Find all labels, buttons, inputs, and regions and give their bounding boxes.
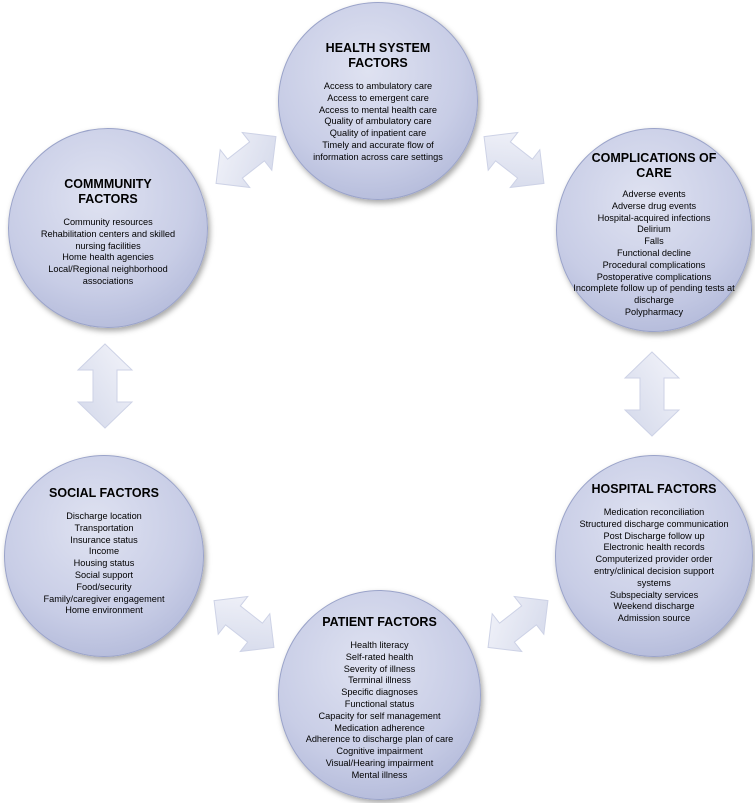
node-item: Mental illness bbox=[351, 769, 408, 780]
node-item: Polypharmacy bbox=[624, 306, 684, 317]
node-item: Structured discharge communication bbox=[579, 518, 729, 529]
double-arrow-shape bbox=[76, 343, 134, 429]
node-item: Health literacy bbox=[350, 640, 409, 650]
node-title: HEALTH SYSTEM FACTORS bbox=[325, 41, 431, 70]
node-item-list: Discharge location Transportation Insura… bbox=[17, 511, 191, 617]
node-item: Electronic health records bbox=[603, 542, 705, 553]
node-item-list: Access to ambulatory care Access to emer… bbox=[293, 81, 463, 164]
node-item: Subspecialty services bbox=[609, 589, 699, 600]
node-item: Social support bbox=[74, 569, 134, 580]
node-item: Self-rated health bbox=[345, 651, 414, 662]
node-item: Timely and accurate flow of information … bbox=[313, 139, 443, 162]
node-item: Home health agencies bbox=[62, 252, 154, 263]
node-title: COMPLICATIONS OF CARE bbox=[591, 151, 717, 180]
node-item: Severity of illness bbox=[343, 663, 416, 674]
node-item: Functional decline bbox=[616, 247, 692, 258]
double-arrow-shape bbox=[623, 351, 681, 437]
node-item: Capacity for self management bbox=[318, 710, 441, 721]
node-item: Falls bbox=[644, 236, 664, 247]
node-item: Postoperative complications bbox=[596, 271, 712, 282]
node-item: Adverse events bbox=[622, 189, 686, 199]
node-item-list: Adverse events Adverse drug events Hospi… bbox=[563, 189, 745, 319]
node-item: Specific diagnoses bbox=[341, 687, 418, 698]
node-item: Hospital-acquired infections bbox=[597, 212, 711, 223]
node-item: Housing status bbox=[73, 558, 135, 569]
double-arrow-shape bbox=[483, 131, 545, 189]
node-item: Community resources bbox=[63, 217, 153, 227]
node-item-list: Health literacy Self-rated health Severi… bbox=[287, 640, 472, 782]
node-title: COMMMUNITY FACTORS bbox=[64, 177, 152, 206]
node-title: PATIENT FACTORS bbox=[322, 615, 437, 629]
double-arrow-shape bbox=[215, 131, 277, 189]
node-hospital-factors: HOSPITAL FACTORS Medication reconciliati… bbox=[555, 455, 753, 657]
node-item: Weekend discharge bbox=[613, 601, 695, 612]
node-community-factors: COMMMUNITY FACTORS Community resources R… bbox=[8, 128, 208, 328]
node-item: Adverse drug events bbox=[611, 200, 697, 211]
node-item: Access to mental health care bbox=[319, 104, 437, 115]
node-item-list: Medication reconciliation Structured dis… bbox=[562, 507, 746, 625]
node-item: Incomplete follow up of pending tests at… bbox=[573, 283, 735, 306]
double-arrow-community-social bbox=[76, 343, 134, 429]
double-arrow-community-health bbox=[215, 131, 277, 189]
node-item: Visual/Hearing impairment bbox=[325, 757, 434, 768]
node-item: Insurance status bbox=[70, 534, 138, 545]
node-complications-of-care: COMPLICATIONS OF CARE Adverse events Adv… bbox=[556, 128, 752, 332]
node-item: Transportation bbox=[74, 522, 134, 533]
node-item: Income bbox=[88, 546, 120, 557]
double-arrow-health-complications bbox=[483, 131, 545, 189]
node-item: Delirium bbox=[637, 224, 671, 235]
node-item: Medication reconciliation bbox=[603, 507, 705, 517]
double-arrow-patient-hospital bbox=[487, 595, 549, 653]
node-title: HOSPITAL FACTORS bbox=[591, 482, 717, 496]
node-health-system-factors: HEALTH SYSTEM FACTORS Access to ambulato… bbox=[278, 2, 478, 200]
node-item: Medication adherence bbox=[334, 722, 425, 733]
node-item: Functional status bbox=[344, 698, 415, 709]
node-item: Adherence to discharge plan of care bbox=[305, 734, 454, 745]
double-arrow-complications-hospital bbox=[623, 351, 681, 437]
node-item: Discharge location bbox=[66, 511, 142, 521]
node-item: Home environment bbox=[65, 605, 143, 616]
node-item: Post Discharge follow up bbox=[603, 530, 705, 541]
node-item: Local/Regional neighborhood associations bbox=[48, 264, 168, 286]
node-patient-factors: PATIENT FACTORS Health literacy Self-rat… bbox=[278, 590, 481, 800]
double-arrow-shape bbox=[487, 595, 549, 653]
node-item: Computerized provider order entry/clinic… bbox=[593, 554, 714, 588]
double-arrow-social-patient bbox=[213, 595, 275, 653]
node-item: Procedural complications bbox=[602, 259, 706, 270]
node-item: Family/caregiver engagement bbox=[43, 593, 165, 604]
node-item: Quality of ambulatory care bbox=[324, 116, 432, 127]
double-arrow-shape bbox=[213, 595, 275, 653]
node-item: Terminal illness bbox=[348, 675, 411, 686]
node-item: Cognitive impairment bbox=[336, 746, 423, 757]
node-social-factors: SOCIAL FACTORS Discharge location Transp… bbox=[4, 455, 204, 657]
node-item: Access to emergent care bbox=[327, 92, 429, 103]
node-item: Food/security bbox=[76, 581, 132, 592]
node-item: Quality of inpatient care bbox=[329, 128, 427, 139]
node-item: Access to ambulatory care bbox=[323, 81, 433, 91]
node-item-list: Community resources Rehabilitation cente… bbox=[23, 217, 193, 288]
node-title: SOCIAL FACTORS bbox=[49, 486, 159, 500]
node-item: Admission source bbox=[617, 613, 691, 624]
node-item: Rehabilitation centers and skilled nursi… bbox=[40, 228, 176, 251]
